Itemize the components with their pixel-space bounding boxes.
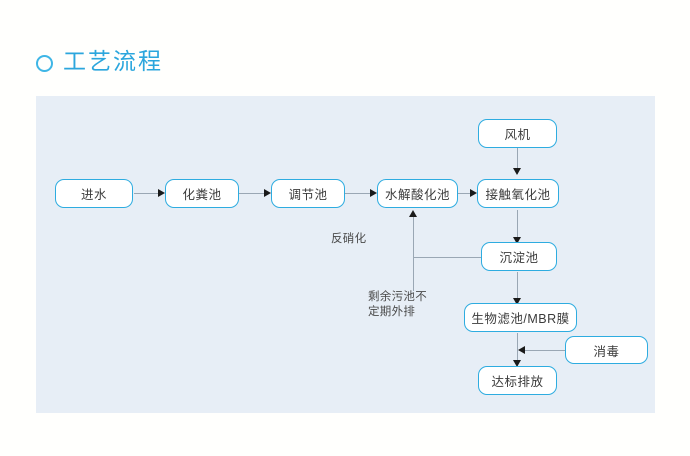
edge-septic-equalize: [239, 193, 264, 194]
node-biofilter-mbr[interactable]: 生物滤池/MBR膜: [464, 303, 577, 332]
edge-inflow-septic: [134, 193, 158, 194]
edge-arrow-inflow-septic: [158, 189, 165, 197]
node-settling-tank[interactable]: 沉淀池: [481, 242, 557, 271]
node-equalization-tank[interactable]: 调节池: [271, 179, 345, 208]
page-title: 工艺流程: [36, 50, 163, 73]
node-contact-oxidation-tank[interactable]: 接触氧化池: [477, 179, 559, 208]
edge-arrow-contactox-settling: [513, 237, 521, 244]
node-hydrolysis-acidification-tank[interactable]: 水解酸化池: [377, 179, 458, 208]
node-disinfection[interactable]: 消毒: [565, 336, 648, 364]
page-title-text: 工艺流程: [63, 48, 163, 74]
edge-arrow-settling-biofilter: [513, 298, 521, 305]
edge-settling-biofilter: [517, 272, 518, 302]
label-denitrification: 反硝化: [331, 233, 367, 245]
edge-blower-contactox: [517, 148, 518, 174]
edge-hydrolysis-contactox: [458, 193, 475, 194]
edge-settling-return-v: [413, 216, 414, 291]
edge-arrow-septic-equalize: [264, 189, 271, 197]
edge-contactox-settling: [517, 210, 518, 242]
edge-arrow-hydrolysis-contactox: [470, 189, 477, 197]
edge-arrow-settling-hydrolysis: [409, 210, 417, 217]
node-inflow[interactable]: 进水: [55, 179, 133, 208]
edge-equalize-hydrolysis: [345, 193, 370, 194]
edge-arrow-blower-contactox: [513, 168, 521, 175]
edge-settling-return-h: [413, 257, 481, 258]
edge-arrow-disinfect-discharge: [518, 346, 525, 354]
edge-biofilter-discharge: [517, 333, 518, 366]
edge-arrow-biofilter-discharge: [513, 360, 521, 367]
label-sludge-discharge-line1: 剩余污池不: [368, 291, 427, 303]
edge-arrow-equalize-hydrolysis: [370, 189, 377, 197]
flowchart-panel: 进水 化粪池 调节池 水解酸化池 接触氧化池 风机 沉淀池 生物滤池/MBR膜 …: [36, 96, 655, 413]
node-compliant-discharge[interactable]: 达标排放: [478, 366, 557, 395]
ring-icon: [36, 54, 53, 72]
label-sludge-discharge-line2: 定期外排: [368, 306, 416, 318]
edge-disinfect-discharge: [525, 350, 565, 351]
node-blower[interactable]: 风机: [478, 119, 557, 148]
node-septic-tank[interactable]: 化粪池: [165, 179, 239, 208]
